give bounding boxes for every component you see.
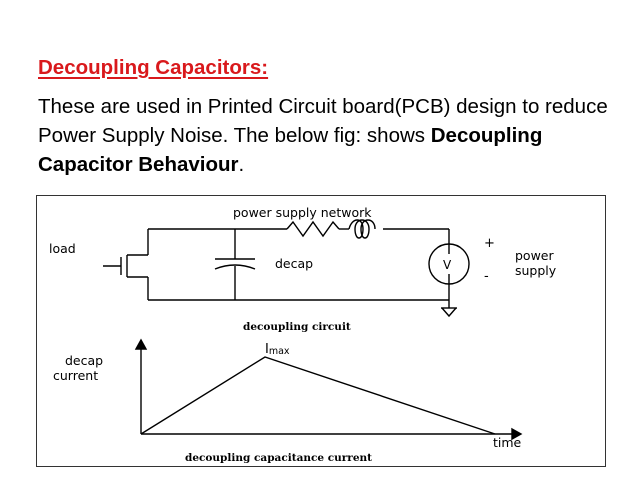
- graph-caption: decoupling capacitance current: [185, 452, 372, 464]
- figure-frame: power supply network load decap V + - po…: [36, 195, 606, 467]
- graph-ylabel-line2: current: [53, 368, 98, 383]
- graph-ylabel-line1: decap: [65, 353, 103, 368]
- y-axis-arrow: [134, 338, 148, 350]
- paragraph-text: These are used in Printed Circuit board(…: [38, 95, 608, 147]
- peak-label-main: I: [265, 342, 269, 357]
- paragraph-end: .: [238, 153, 245, 176]
- decoupling-circuit-schematic: [103, 219, 470, 318]
- decap-current-curve: [140, 356, 496, 435]
- peak-label: Imax: [265, 342, 290, 357]
- plus-sign: +: [484, 236, 495, 251]
- circuit-caption: decoupling circuit: [243, 321, 351, 333]
- resistor-symbol: [286, 220, 340, 238]
- voltage-source: [428, 243, 470, 285]
- decap-label: decap: [275, 256, 313, 271]
- supply-label-line1: power: [515, 248, 554, 263]
- x-axis-arrow: [511, 427, 523, 441]
- load-label: load: [49, 241, 76, 256]
- current-graph: [134, 338, 523, 441]
- ground-arrow: [441, 307, 457, 318]
- slide-heading: Decoupling Capacitors:: [38, 56, 269, 79]
- graph-xlabel: time: [493, 435, 522, 450]
- capacitor-plate-bottom: [214, 264, 256, 270]
- decoupling-figure: power supply network load decap V + - po…: [49, 205, 557, 464]
- peak-label-sub: max: [269, 346, 290, 357]
- source-symbol: V: [443, 258, 452, 272]
- network-label: power supply network: [233, 205, 372, 220]
- inductor-symbol: [348, 219, 376, 239]
- slide-paragraph: These are used in Printed Circuit board(…: [38, 92, 628, 179]
- paragraph-emphasis: Decoupling Capacitor Behaviour: [38, 124, 543, 176]
- minus-sign: -: [484, 269, 489, 284]
- supply-label-line2: supply: [515, 263, 557, 278]
